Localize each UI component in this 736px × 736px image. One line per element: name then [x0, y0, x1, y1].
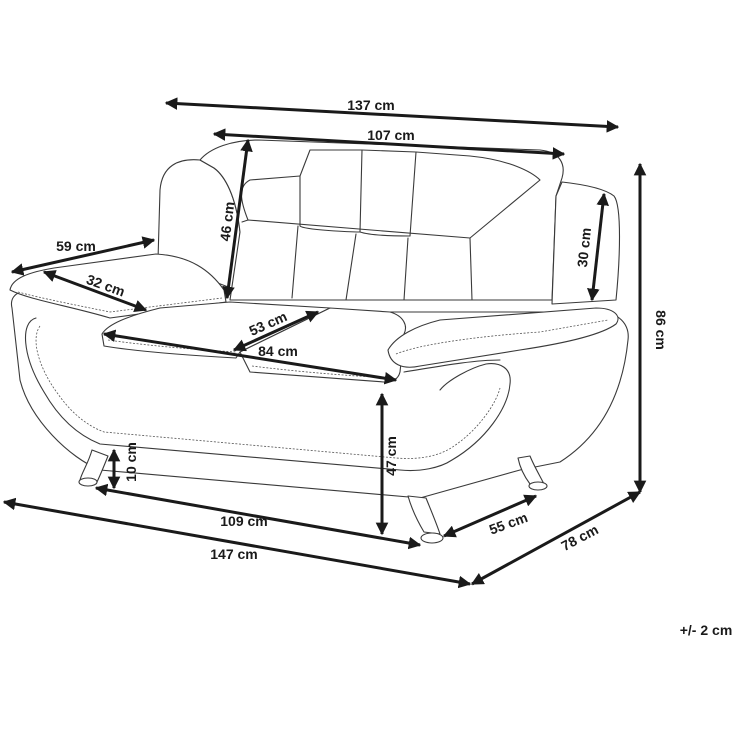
dimension-arrows	[2, 97, 647, 589]
label-overall-width: 147 cm	[210, 546, 257, 562]
leg-front-right	[407, 495, 441, 535]
arrow-arm-width	[42, 270, 148, 312]
label-seat-height: 47 cm	[383, 436, 399, 476]
label-arm-depth: 59 cm	[56, 238, 96, 254]
label-cushion-width: 84 cm	[258, 343, 298, 359]
left-arm-seam	[17, 291, 223, 313]
right-arm-front-edge	[403, 359, 501, 373]
label-overall-height: 86 cm	[653, 310, 669, 350]
body-seam	[35, 325, 501, 459]
label-leg-height: 10 cm	[123, 442, 139, 482]
left-arm-loop	[25, 317, 511, 472]
label-seat-width: 109 cm	[220, 513, 267, 529]
label-arm-back-height: 30 cm	[574, 227, 594, 268]
label-backrest-height: 46 cm	[217, 201, 238, 242]
arrow-back-width	[212, 128, 566, 160]
leg-foot-front-left	[78, 477, 98, 487]
arrow-cushion-width	[102, 329, 398, 385]
arrow-total-width	[164, 97, 620, 133]
arrow-arm-back-height	[587, 192, 609, 302]
arrow-overall-width	[2, 497, 472, 589]
arrow-arm-depth	[10, 236, 156, 276]
right-arm-top	[387, 307, 619, 368]
label-back-width: 107 cm	[367, 127, 414, 143]
right-arm-seam	[395, 319, 609, 355]
leg-foot-back-right	[528, 481, 548, 491]
arrow-overall-depth	[470, 490, 642, 586]
leg-foot-front-right	[420, 532, 444, 544]
sofa-drawing	[9, 139, 629, 544]
back-lower-tufts	[291, 225, 409, 301]
back-tuft-seams	[299, 175, 411, 237]
tolerance-note: +/- 2 cm	[680, 622, 733, 638]
arrow-backrest-height	[222, 138, 253, 300]
label-total-width: 137 cm	[347, 97, 394, 113]
